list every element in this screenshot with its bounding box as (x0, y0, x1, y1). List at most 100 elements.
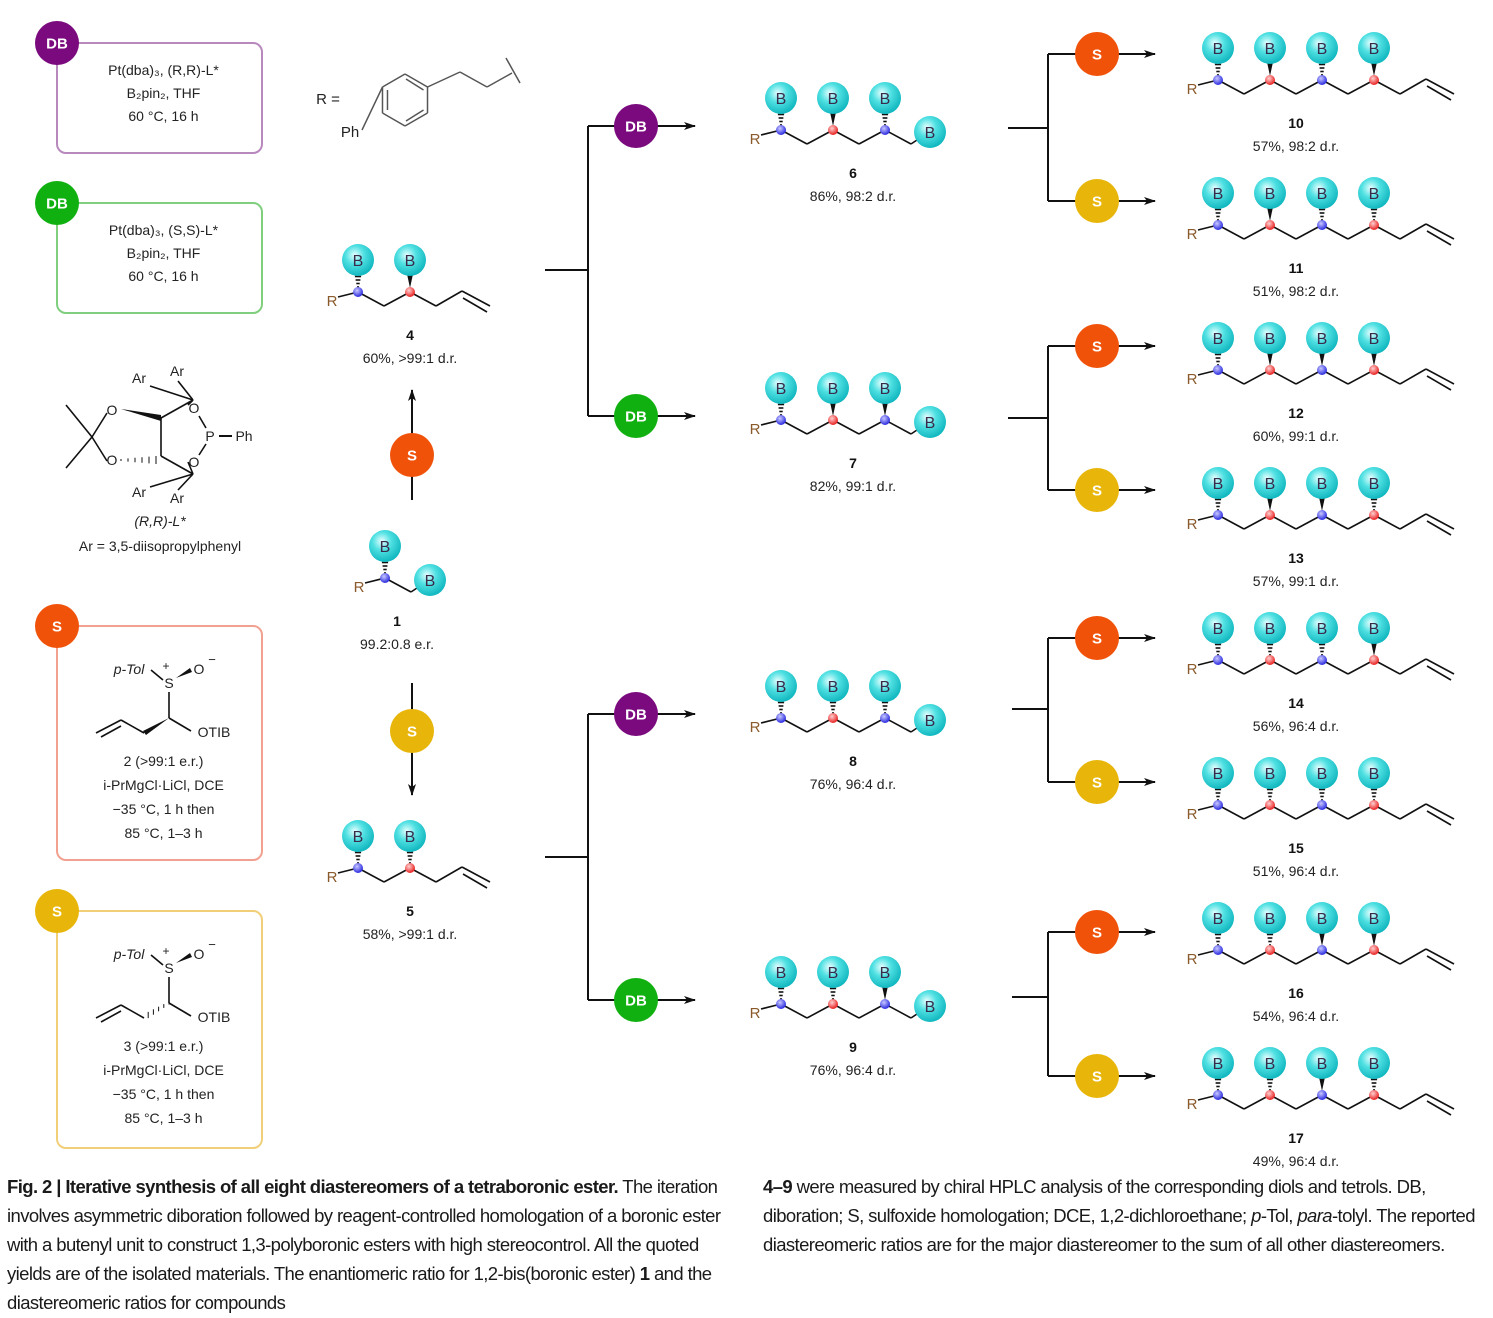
boron-sphere (1202, 322, 1234, 354)
stereocentre-red (1369, 945, 1379, 955)
stereocentre-red (1265, 220, 1275, 230)
boron-label: B (776, 679, 787, 696)
boron-label: B (1213, 331, 1224, 348)
r-label: R (1187, 951, 1198, 968)
boronic-ester-sphere: B (1358, 1047, 1390, 1079)
branch-badge-top: S (1075, 32, 1119, 76)
branch-badge-bottom: S (1075, 1054, 1119, 1098)
compound-number: 6 (849, 165, 857, 181)
boronic-ester-sphere: B (869, 956, 901, 988)
r-label: R (1187, 371, 1198, 388)
boron-label: B (1369, 186, 1380, 203)
bond-alkene-b (100, 1010, 122, 1023)
compound-number: 4 (406, 327, 414, 343)
bond-line (1425, 78, 1455, 95)
boron-label: B (405, 253, 416, 270)
boron-label: B (925, 125, 936, 142)
boronic-ester-sphere: B (1306, 1047, 1338, 1079)
boron-sphere (1358, 757, 1390, 789)
compound-number: 13 (1288, 550, 1304, 566)
ligand-o2: O (107, 452, 118, 468)
stereocentre-blue (1317, 655, 1327, 665)
boron-sphere (869, 372, 901, 404)
bond-line (1426, 810, 1452, 826)
diboration-badge-circle (35, 21, 79, 65)
compound-number: 9 (849, 1039, 857, 1055)
condition-line: B₂pin₂, THF (127, 85, 201, 101)
boronic-ester-sphere: B (869, 82, 901, 114)
boron-sphere (914, 704, 946, 736)
badge-label: S (1092, 483, 1102, 500)
badge-label: S (1092, 1069, 1102, 1086)
r-label: R (750, 1005, 761, 1022)
stereocentre-blue (1213, 365, 1223, 375)
condition-line: Pt(dba)₃, (R,R)-L* (108, 62, 219, 78)
badge-label: S (1092, 47, 1102, 64)
stereocentre-blue (776, 999, 786, 1009)
wedge-bond (1371, 352, 1377, 366)
caption-text-3: were measured by chiral HPLC analysis of… (763, 1176, 1426, 1226)
bond-line (1425, 1093, 1455, 1110)
fork-from-8: SS (1012, 616, 1156, 804)
boron-sphere (1306, 1047, 1338, 1079)
stereocentre-red (1265, 510, 1275, 520)
boron-sphere (1306, 177, 1338, 209)
boron-sphere (342, 820, 374, 852)
stereocentre-blue (1213, 800, 1223, 810)
boronic-ester-sphere: B (1306, 902, 1338, 934)
boron-label: B (1317, 331, 1328, 348)
diboration-badge-circle (614, 692, 658, 736)
oxygen-label: O (194, 946, 205, 962)
bond-line (462, 873, 488, 889)
compound-yield-dr: 99.2:0.8 e.r. (360, 636, 434, 652)
boron-sphere (1358, 902, 1390, 934)
boronic-ester-sphere: B (869, 372, 901, 404)
boron-label: B (880, 381, 891, 398)
bond-line (1425, 803, 1455, 820)
boronic-ester-sphere: B (1358, 757, 1390, 789)
boron-sphere (1202, 1047, 1234, 1079)
boronic-ester-sphere: B (1306, 322, 1338, 354)
boron-label: B (1265, 766, 1276, 783)
boron-sphere (1254, 612, 1286, 644)
boronic-ester-sphere: B (817, 82, 849, 114)
r-group-ph: Ph (341, 124, 359, 141)
branch-badge-bottom: S (1075, 179, 1119, 223)
condition-line: −35 °C, 1 h then (113, 801, 215, 817)
boron-sphere (1202, 902, 1234, 934)
compound-number: 17 (1288, 1130, 1304, 1146)
boronic-ester-sphere: B (1358, 32, 1390, 64)
wedge-bond (1319, 352, 1325, 366)
bond-line (1425, 658, 1455, 675)
bond-line (1426, 85, 1452, 101)
caption-compound-range: 4–9 (763, 1176, 793, 1197)
boron-label: B (925, 415, 936, 432)
reagent-box-border (56, 42, 263, 154)
compound-number: 10 (1288, 115, 1304, 131)
boron-sphere (1254, 322, 1286, 354)
bond-line (1425, 513, 1455, 530)
bond-ptol-s (150, 669, 164, 681)
bond-line (91, 412, 108, 438)
stereocentre-blue (1213, 1090, 1223, 1100)
benzene-bond (382, 112, 406, 127)
bond-line (1425, 948, 1455, 965)
boron-sphere (1254, 467, 1286, 499)
chain-bond (486, 72, 513, 88)
boronic-ester-sphere: B (817, 372, 849, 404)
stereocentre-blue (1213, 220, 1223, 230)
bond-line (1399, 223, 1427, 240)
compound-yield-dr: 54%, 96:4 d.r. (1253, 1008, 1339, 1024)
condition-line: 85 °C, 1–3 h (125, 1110, 203, 1126)
boron-label: B (776, 965, 787, 982)
stereocentre-red (405, 287, 415, 297)
boron-sphere (1306, 322, 1338, 354)
branch-badge-bottom: DB (614, 978, 658, 1022)
ligand-p: P (205, 428, 214, 444)
compound-yield-dr: 57%, 98:2 d.r. (1253, 138, 1339, 154)
bond-line (187, 399, 194, 405)
